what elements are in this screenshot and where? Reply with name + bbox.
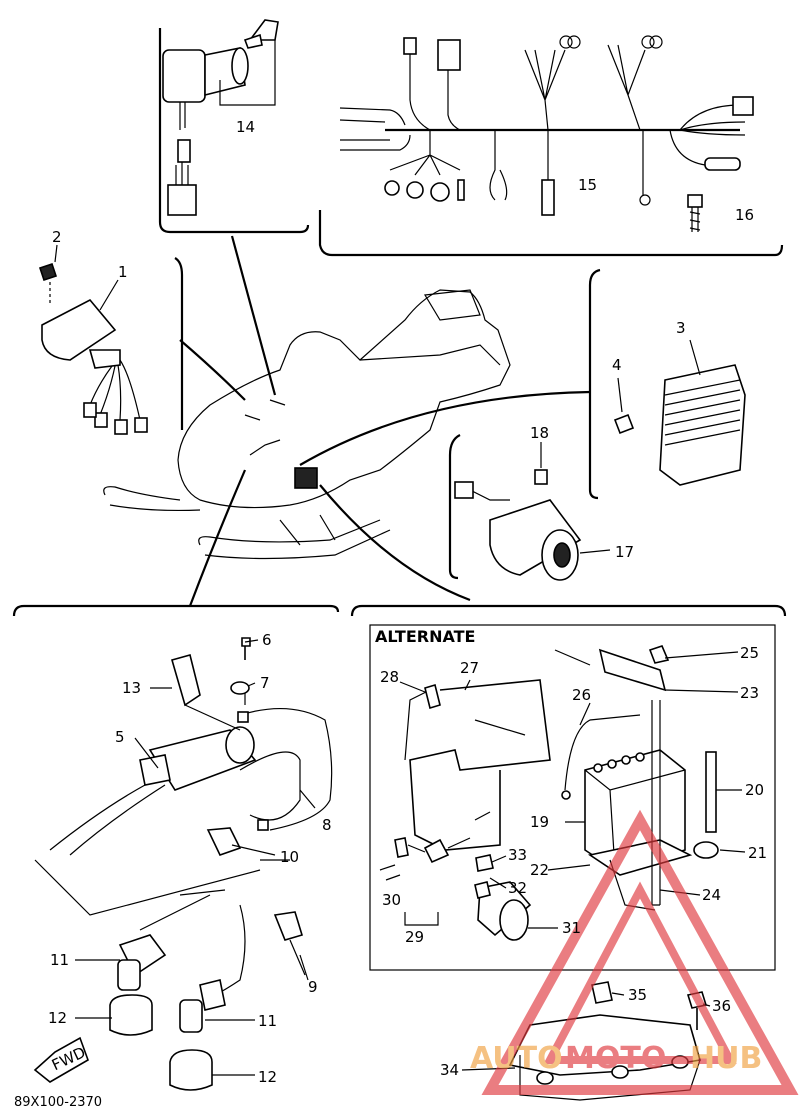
callout-6: 6 bbox=[262, 631, 272, 649]
watermark-text-right: HUB bbox=[690, 1041, 762, 1076]
callout-28: 28 bbox=[380, 668, 399, 686]
rectifier-part bbox=[613, 339, 746, 486]
callout-29: 29 bbox=[405, 928, 424, 946]
callout-19: 19 bbox=[530, 813, 549, 831]
section-brackets bbox=[12, 28, 787, 617]
battery-part bbox=[554, 645, 719, 911]
cdi-unit-part bbox=[38, 244, 148, 435]
callout-2: 2 bbox=[52, 228, 62, 246]
callout-7: 7 bbox=[260, 674, 270, 692]
callout-24: 24 bbox=[702, 886, 721, 904]
callout-22: 22 bbox=[530, 861, 549, 879]
wire-harness-part bbox=[339, 35, 754, 216]
battery-cover-part bbox=[404, 679, 551, 851]
callout-21: 21 bbox=[748, 844, 767, 862]
callout-12a: 12 bbox=[48, 1009, 67, 1027]
callout-13: 13 bbox=[122, 679, 141, 697]
callout-27: 27 bbox=[460, 659, 479, 677]
callout-8: 8 bbox=[322, 816, 332, 834]
ignition-coil-part bbox=[34, 637, 333, 1091]
callout-3: 3 bbox=[676, 319, 686, 337]
watermark-text-left: AUTO bbox=[470, 1041, 563, 1076]
bolt-16-part bbox=[687, 194, 703, 232]
callout-33: 33 bbox=[508, 846, 527, 864]
callout-25: 25 bbox=[740, 644, 759, 662]
callout-20: 20 bbox=[745, 781, 764, 799]
callout-15: 15 bbox=[578, 176, 597, 194]
callout-18: 18 bbox=[530, 424, 549, 442]
callout-14: 14 bbox=[236, 118, 255, 136]
callout-11b: 11 bbox=[258, 1012, 277, 1030]
callout-35: 35 bbox=[628, 986, 647, 1004]
alternate-label: ALTERNATE bbox=[375, 627, 475, 646]
callout-34: 34 bbox=[440, 1061, 459, 1079]
callout-1: 1 bbox=[118, 263, 128, 281]
snowmobile-outline bbox=[103, 289, 511, 560]
doc-number: 89X100-2370 bbox=[14, 1095, 102, 1110]
callout-leaders-left bbox=[75, 639, 316, 1076]
callout-17: 17 bbox=[615, 543, 634, 561]
callout-30: 30 bbox=[382, 891, 401, 909]
fuse-parts bbox=[379, 811, 532, 941]
callout-numbers: 1 2 3 4 5 6 7 8 9 10 11 11 12 12 13 14 1… bbox=[48, 118, 767, 1086]
callout-31: 31 bbox=[562, 919, 581, 937]
callout-36: 36 bbox=[712, 997, 731, 1015]
leader-lines bbox=[179, 235, 591, 607]
callout-5: 5 bbox=[115, 728, 125, 746]
fwd-arrow: FWD bbox=[33, 1036, 89, 1083]
callout-23: 23 bbox=[740, 684, 759, 702]
callout-26: 26 bbox=[572, 686, 591, 704]
callout-11a: 11 bbox=[50, 951, 69, 969]
callout-9: 9 bbox=[308, 978, 318, 996]
main-switch-part bbox=[162, 19, 279, 216]
callout-32: 32 bbox=[508, 879, 527, 897]
callout-16: 16 bbox=[735, 206, 754, 224]
callout-10: 10 bbox=[280, 848, 299, 866]
alternate-box bbox=[369, 624, 776, 971]
watermark-text-mid: MOTO bbox=[565, 1041, 666, 1076]
callout-4: 4 bbox=[612, 356, 622, 374]
callout-12b: 12 bbox=[258, 1068, 277, 1086]
watermark: AUTO MOTO HUB bbox=[470, 809, 799, 1095]
starter-motor-part bbox=[454, 442, 611, 581]
